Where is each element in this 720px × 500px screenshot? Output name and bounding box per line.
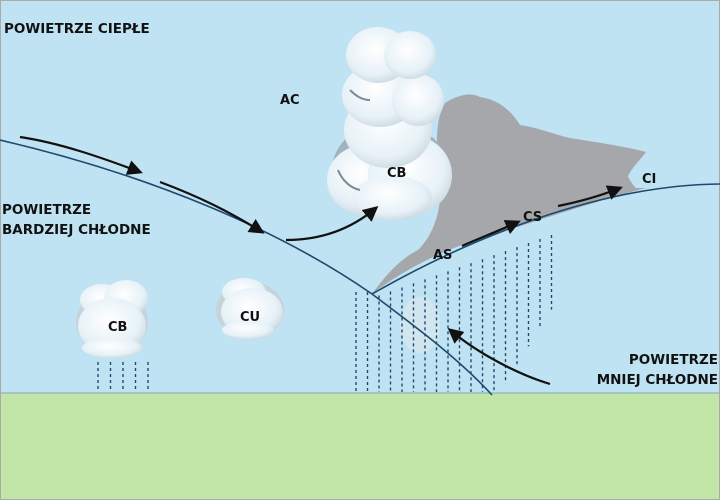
label-cs: CS bbox=[523, 210, 542, 225]
cold-front-line bbox=[0, 139, 493, 396]
arrow-less-cold-air bbox=[447, 328, 551, 386]
label-as: AS bbox=[433, 248, 452, 263]
label-cb-main: CB bbox=[387, 166, 406, 181]
warm-front-line bbox=[371, 183, 720, 295]
cu-cloud bbox=[216, 278, 284, 339]
label-cb-small: CB bbox=[108, 320, 127, 335]
arrow-as-to-cs bbox=[461, 220, 521, 248]
arrow-warm-air-lift bbox=[285, 206, 379, 242]
stratiform-cloud-mass bbox=[372, 94, 646, 294]
label-colder-air-line2: BARDZIEJ CHŁODNE bbox=[2, 222, 151, 238]
rain-under-small-cb bbox=[97, 362, 149, 392]
label-less-cold-air-line1: POWIETRZE bbox=[629, 352, 718, 368]
cb-small-cloud bbox=[76, 280, 148, 358]
label-warm-air: POWIETRZE CIEPŁE bbox=[4, 21, 150, 37]
label-less-cold-air-line2: MNIEJ CHŁODNE bbox=[597, 372, 718, 388]
label-cu: CU bbox=[240, 310, 260, 325]
label-ci: CI bbox=[642, 172, 656, 187]
label-colder-air-line1: POWIETRZE bbox=[2, 202, 91, 218]
ground bbox=[0, 393, 720, 500]
cb-main-cloud bbox=[327, 27, 452, 220]
faint-cloud bbox=[400, 297, 440, 353]
arrow-cs-to-ci bbox=[557, 185, 623, 208]
label-ac: AC bbox=[280, 93, 300, 108]
arrow-colder-air-1 bbox=[19, 135, 143, 175]
arrow-colder-air-2 bbox=[159, 180, 265, 234]
